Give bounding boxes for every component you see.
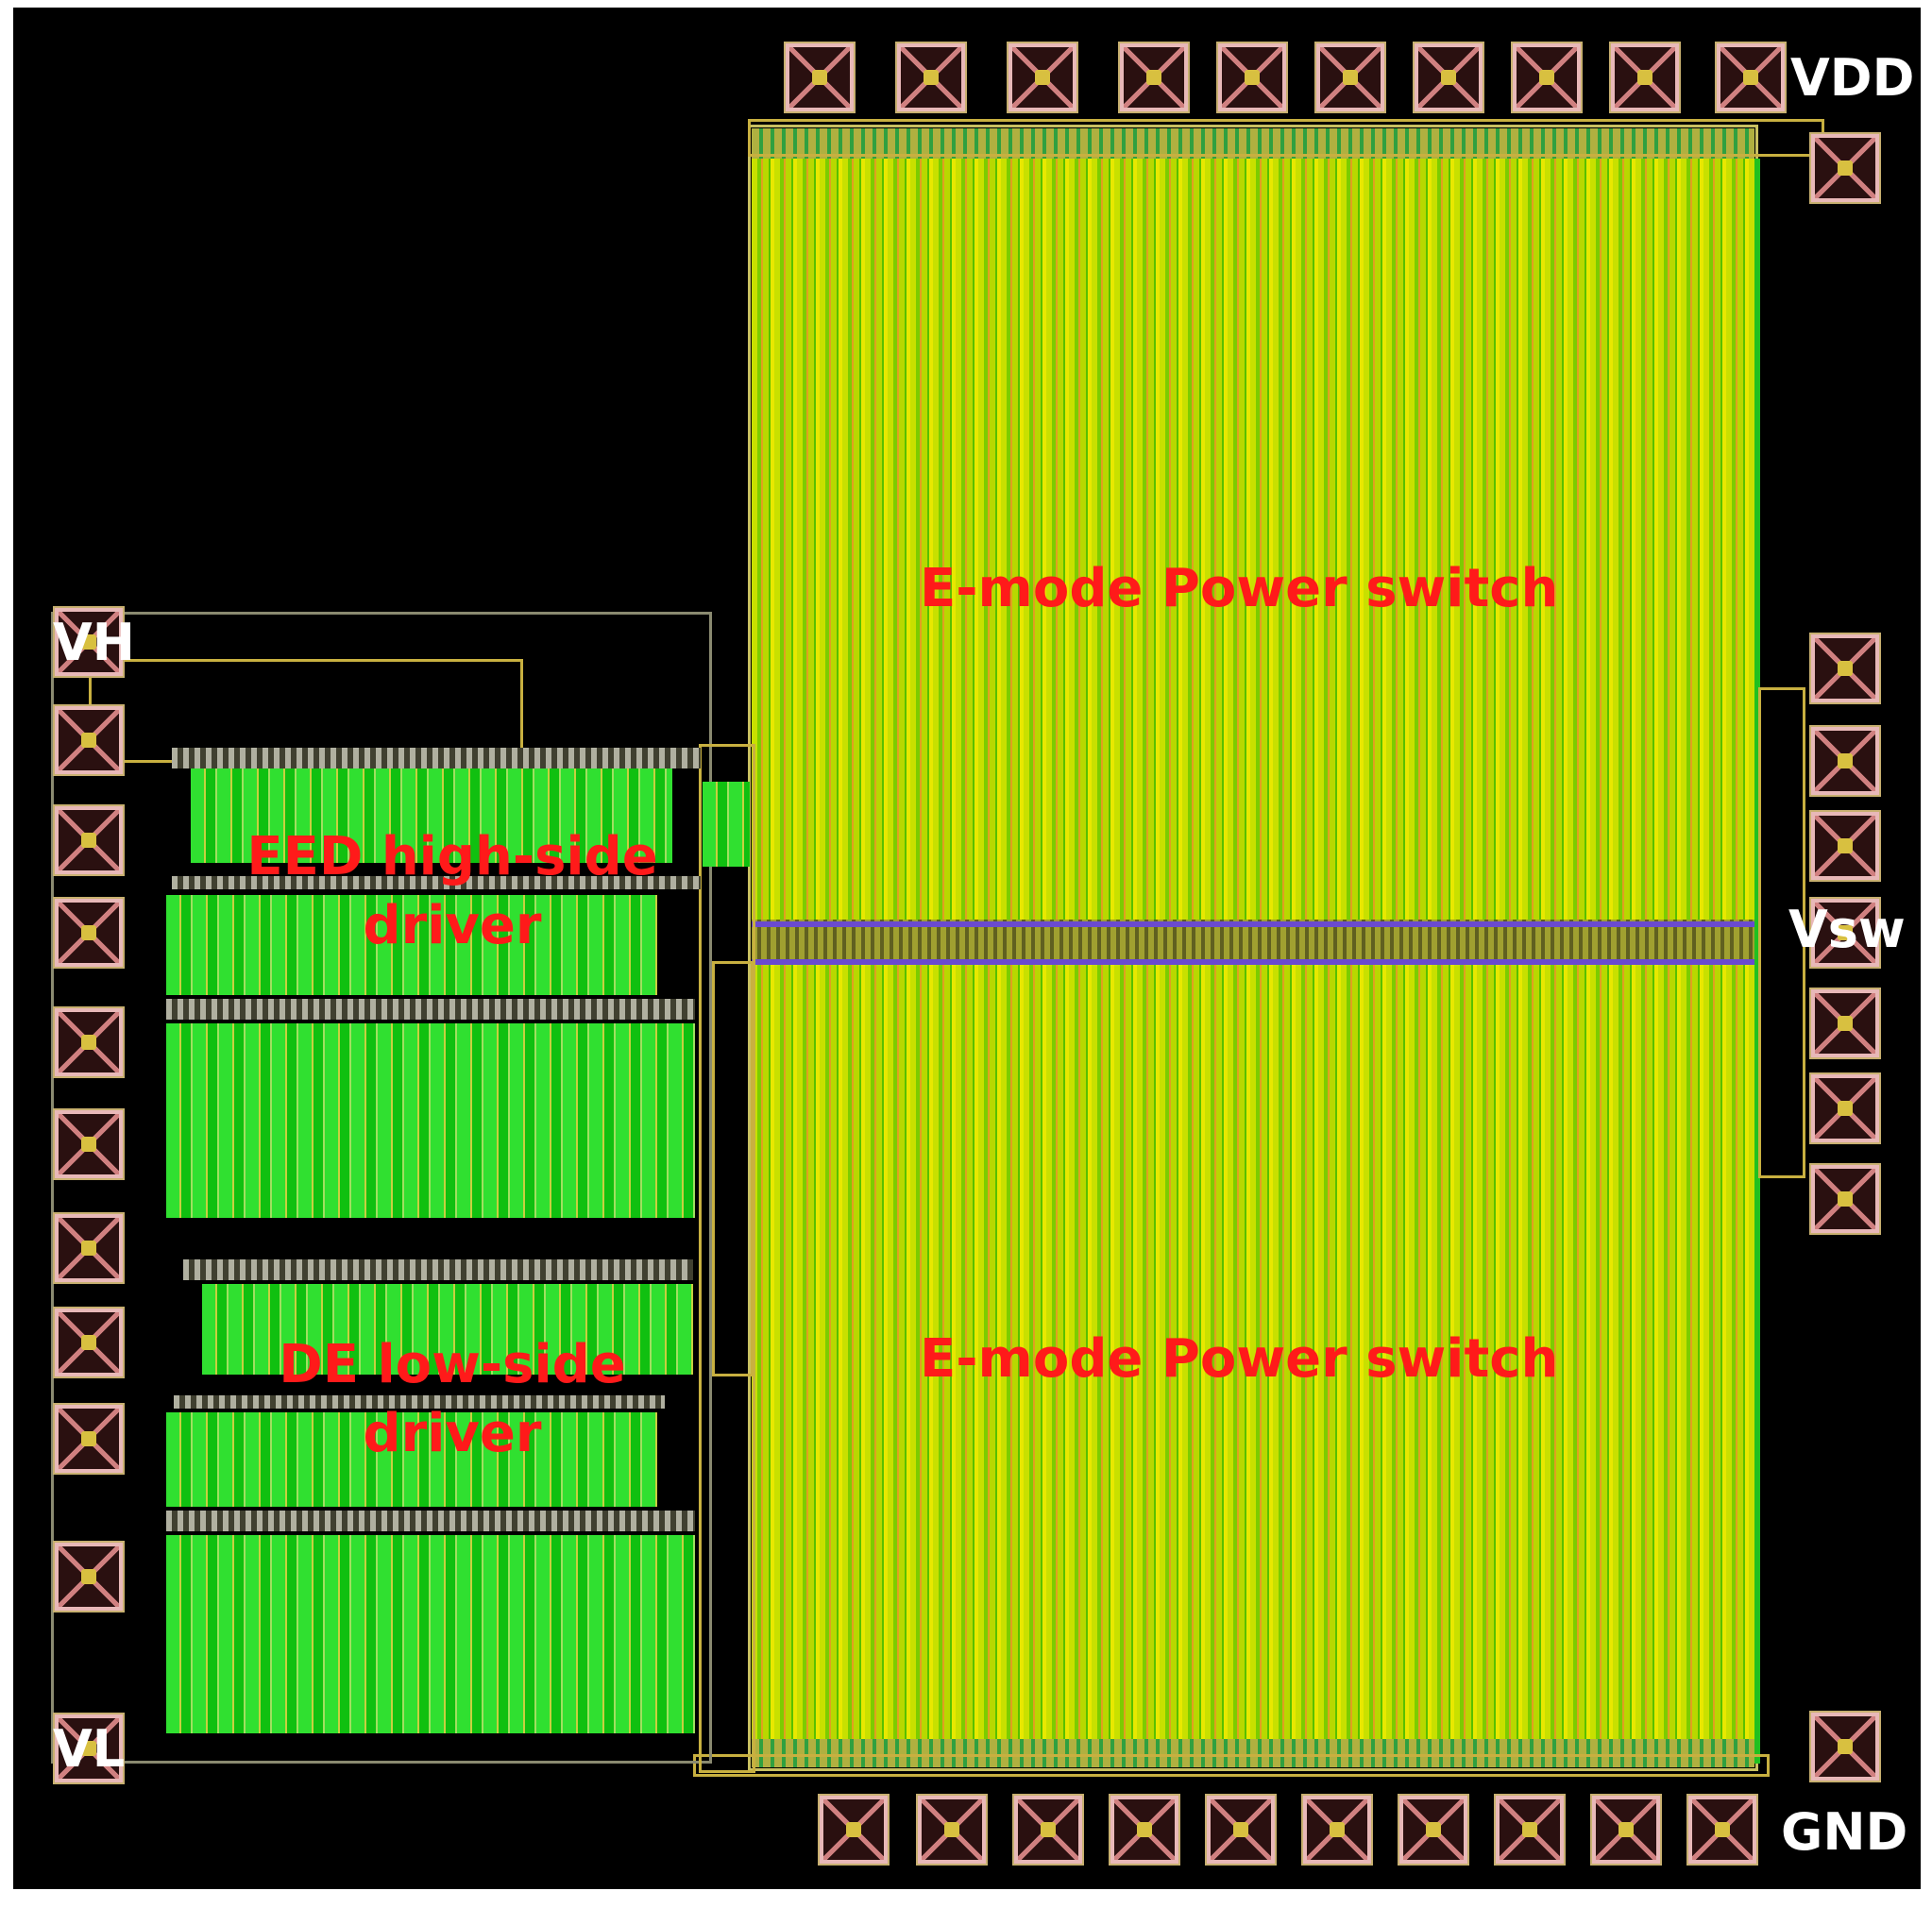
gnd-pad	[1205, 1794, 1277, 1866]
vsw-pad	[1809, 633, 1881, 704]
vl-pad	[53, 1713, 125, 1784]
vdd-pad	[1413, 42, 1484, 113]
power-switch-top	[752, 159, 1754, 920]
gnd-pad	[1109, 1794, 1180, 1866]
gnd-pad	[818, 1794, 890, 1866]
left-pad	[53, 1307, 125, 1378]
vdd-pad	[784, 42, 856, 113]
vsw-label: Vsw	[1788, 900, 1906, 959]
vdd-pad	[895, 42, 967, 113]
high-side-driver-stage-2	[166, 895, 657, 995]
vh-label: VH	[53, 613, 135, 672]
vsw-bus-line-bottom	[752, 959, 1754, 965]
vsw-bus-line-top	[752, 921, 1754, 927]
vsw-route	[1758, 687, 1805, 1178]
vsw-pad	[1809, 1072, 1881, 1144]
vdd-label: VDD	[1790, 48, 1915, 108]
vdd-pad	[1118, 42, 1190, 113]
gnd-pad	[1012, 1794, 1084, 1866]
low-side-driver-stage-3	[166, 1535, 695, 1733]
left-pad	[53, 1006, 125, 1078]
gnd-label: GND	[1781, 1802, 1908, 1862]
low-side-mid-rail	[174, 1395, 665, 1409]
driver-to-switch-route	[699, 744, 755, 1773]
power-switch-top-label: E-mode Power switch	[920, 558, 1559, 619]
low-side-output-rail	[166, 1511, 695, 1531]
left-frame-route	[51, 612, 712, 1764]
vsw-pad	[1809, 897, 1881, 969]
gnd-pad	[1809, 1711, 1881, 1782]
high-side-driver-label-line1: EED high-side	[246, 826, 658, 887]
high-side-driver-stage-1b	[703, 782, 750, 867]
gnd-pad	[1590, 1794, 1662, 1866]
vsw-pad	[1809, 988, 1881, 1059]
left-pad	[53, 1108, 125, 1180]
high-side-top-rail	[172, 748, 701, 768]
low-side-driver-stage-1	[202, 1284, 693, 1375]
left-pad	[53, 897, 125, 969]
vh-pad	[53, 606, 125, 678]
vsw-pad	[1809, 1163, 1881, 1235]
vdd-pad	[1314, 42, 1386, 113]
vdd-pad	[1609, 42, 1681, 113]
power-switch-bottom	[752, 965, 1754, 1739]
vdd-pad	[1216, 42, 1288, 113]
gnd-bus	[752, 1739, 1754, 1767]
power-switch-bottom-label: E-mode Power switch	[920, 1328, 1559, 1390]
high-side-driver-label: EED high-side driver	[202, 825, 703, 957]
low-side-driver-stage-2	[166, 1412, 657, 1507]
vdd-pad	[1007, 42, 1078, 113]
vl-label: VL	[53, 1719, 126, 1779]
low-side-driver-label-line1: DE low-side	[279, 1334, 626, 1395]
gnd-pad	[1301, 1794, 1373, 1866]
high-side-driver-label-line2: driver	[363, 895, 542, 957]
high-side-mid-rail	[172, 876, 701, 889]
vdd-bus	[752, 128, 1754, 159]
vsw-pad	[1809, 725, 1881, 797]
vdd-pad	[1809, 132, 1881, 204]
left-pad	[53, 1541, 125, 1613]
high-side-driver-stage-1	[191, 768, 672, 863]
vdd-pad	[1715, 42, 1787, 113]
vdd-route	[748, 119, 1824, 157]
chip-layout: VDD Vsw GND VH VL E-mode Power switch E-…	[13, 8, 1921, 1889]
switch-right-edge	[1754, 159, 1760, 1764]
vsw-bus	[752, 920, 1754, 965]
low-side-top-rail	[183, 1259, 693, 1280]
gnd-pad	[1398, 1794, 1469, 1866]
gnd-pad	[916, 1794, 988, 1866]
driver-to-switch-route-2	[712, 961, 754, 1376]
vsw-pad	[1809, 810, 1881, 882]
left-pad	[53, 1403, 125, 1475]
left-pad	[53, 704, 125, 776]
low-side-driver-label: DE low-side driver	[202, 1333, 703, 1465]
low-side-driver-label-line2: driver	[363, 1403, 542, 1465]
gnd-route	[693, 1754, 1770, 1777]
left-pad	[53, 1212, 125, 1284]
gnd-pad	[1686, 1794, 1758, 1866]
high-side-driver-stage-3	[166, 1023, 695, 1218]
high-side-output-rail	[166, 999, 695, 1020]
gnd-pad	[1494, 1794, 1566, 1866]
left-pad	[53, 804, 125, 876]
vdd-pad	[1511, 42, 1583, 113]
